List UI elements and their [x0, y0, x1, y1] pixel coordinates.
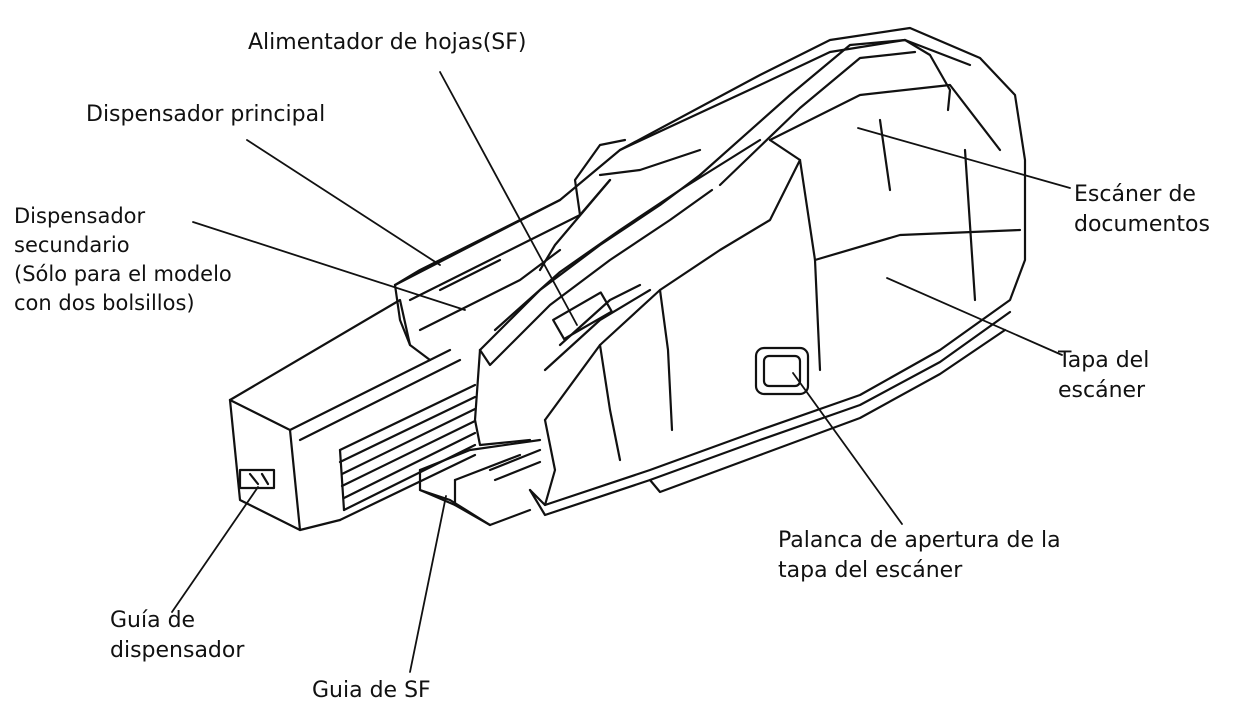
leader-main-pocket: [246, 139, 441, 266]
label-pocket-guide: Guía de dispensador: [110, 606, 244, 666]
leader-pocket-guide: [171, 486, 259, 613]
label-pocket-guide-line: Guía de: [110, 608, 196, 633]
leader-scanner-cover: [886, 277, 1063, 356]
label-cover-open-lever-line: tapa del escáner: [778, 558, 963, 583]
sf-guide-tray: [418, 438, 542, 527]
leader-document-scanner: [857, 127, 1071, 189]
label-document-scanner: Escáner de documentos: [1074, 180, 1210, 240]
label-scanner-cover-line: escáner: [1058, 378, 1146, 403]
leader-sf-guide: [409, 495, 447, 673]
label-scanner-cover-line: Tapa del: [1058, 348, 1150, 373]
label-sub-pocket-line: secundario: [14, 233, 130, 257]
label-pocket-guide-line: dispensador: [110, 638, 245, 663]
leader-sub-pocket: [192, 221, 466, 311]
label-sub-pocket-line: Dispensador: [14, 204, 146, 228]
label-cover-open-lever-line: Palanca de apertura de la: [778, 528, 1061, 553]
label-scanner-cover: Tapa del escáner: [1058, 346, 1149, 406]
leader-lines: [171, 71, 1071, 673]
main-pocket: [393, 138, 702, 362]
label-sub-pocket-line: (Sólo para el modelo: [14, 262, 232, 286]
label-cover-open-lever: Palanca de apertura de la tapa del escán…: [778, 526, 1061, 586]
label-document-scanner-line: Escáner de: [1074, 182, 1196, 207]
label-sf-guide: Guia de SF: [312, 678, 431, 703]
label-sheet-feeder: Alimentador de hojas(SF): [248, 30, 527, 55]
label-document-scanner-line: documentos: [1074, 212, 1210, 237]
pocket-guide-tab: [238, 468, 276, 490]
sheet-feeder-channel: [473, 138, 762, 447]
cover-open-lever: [754, 346, 810, 396]
leader-sheet-feeder: [439, 71, 578, 326]
device-body: [393, 26, 1027, 517]
label-sub-pocket-line: con dos bolsillos): [14, 291, 195, 315]
label-sub-pocket: Dispensador secundario (Sólo para el mod…: [14, 202, 232, 318]
label-main-pocket: Dispensador principal: [86, 102, 326, 127]
leader-cover-open-lever: [792, 372, 903, 525]
